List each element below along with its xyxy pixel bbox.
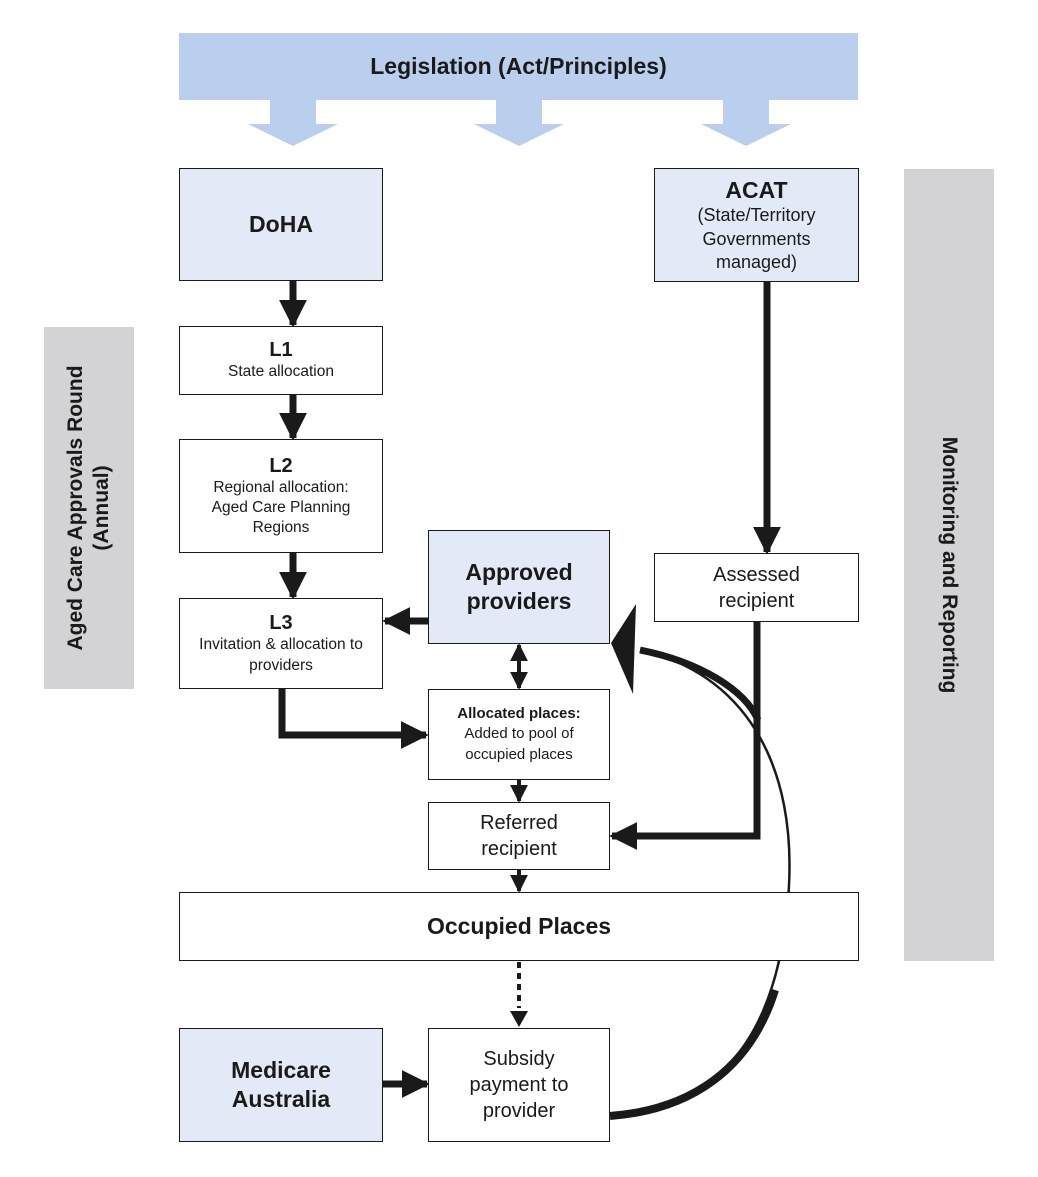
arrow-assessed-referred: [609, 621, 761, 850]
l3-title: L3: [269, 612, 293, 635]
acat-box: ACAT (State/Territory Governments manage…: [654, 168, 859, 282]
medicare-box: Medicare Australia: [179, 1028, 383, 1142]
arrow-subsidy-approved-head: [611, 604, 636, 694]
arrow-subsidy-approved-curve-thick: [609, 988, 779, 1120]
referred-recipient-box: Referred recipient: [428, 802, 610, 870]
l1-subtitle: State allocation: [228, 363, 334, 381]
arrow-subsidy-approved-curve-top: [639, 646, 762, 722]
acat-title: ACAT: [725, 176, 788, 203]
l3-subtitle: Invitation & allocation to providers: [199, 636, 363, 674]
allocated-places-box: Allocated places: Added to pool of occup…: [428, 689, 610, 780]
arrow-occupied-subsidy-head: [510, 1011, 528, 1027]
l1-title: L1: [269, 339, 293, 362]
annual-round-label: Aged Care Approvals Round (Annual): [63, 365, 116, 650]
legislation-arrow-right: [701, 100, 791, 146]
subsidy-title: Subsidy payment to provider: [469, 1048, 569, 1122]
legislation-banner: Legislation (Act/Principles): [179, 33, 858, 100]
acat-subtitle: (State/Territory Governments managed): [697, 205, 816, 273]
legislation-title: Legislation (Act/Principles): [370, 53, 667, 79]
referred-recipient-title: Referred recipient: [480, 812, 558, 860]
annual-round-line1: Aged Care Approvals Round: [63, 365, 87, 651]
occupied-places-title: Occupied Places: [426, 913, 612, 940]
l2-box: L2 Regional allocation: Aged Care Planni…: [179, 439, 383, 553]
arrow-l3-allocated: [278, 689, 429, 749]
l2-subtitle: Regional allocation: Aged Care Planning …: [211, 478, 351, 537]
l1-box: L1 State allocation: [179, 326, 383, 395]
approved-providers-box: Approved providers: [428, 530, 610, 644]
legislation-arrow-left: [248, 100, 338, 146]
annual-round-band: Aged Care Approvals Round (Annual): [44, 327, 134, 689]
monitoring-band: Monitoring and Reporting: [904, 169, 994, 961]
doha-box: DoHA: [179, 168, 383, 281]
l3-box: L3 Invitation & allocation to providers: [179, 598, 383, 689]
allocated-places-subtitle: Added to pool of occupied places: [464, 725, 574, 763]
annual-round-line2: (Annual): [90, 465, 113, 551]
l2-title: L2: [269, 454, 293, 477]
approved-providers-title: Approved providers: [465, 559, 573, 614]
assessed-recipient-box: Assessed recipient: [654, 553, 859, 622]
assessed-recipient-title: Assessed recipient: [713, 563, 800, 612]
occupied-places-box: Occupied Places: [179, 892, 859, 961]
medicare-title: Medicare Australia: [231, 1057, 331, 1112]
monitoring-label: Monitoring and Reporting: [938, 436, 962, 694]
arrow-subsidy-approved-curve: [609, 648, 791, 1116]
legislation-arrow-center: [474, 100, 564, 146]
allocated-places-title: Allocated places:: [457, 705, 581, 723]
subsidy-box: Subsidy payment to provider: [428, 1028, 610, 1142]
doha-title: DoHA: [249, 211, 313, 238]
